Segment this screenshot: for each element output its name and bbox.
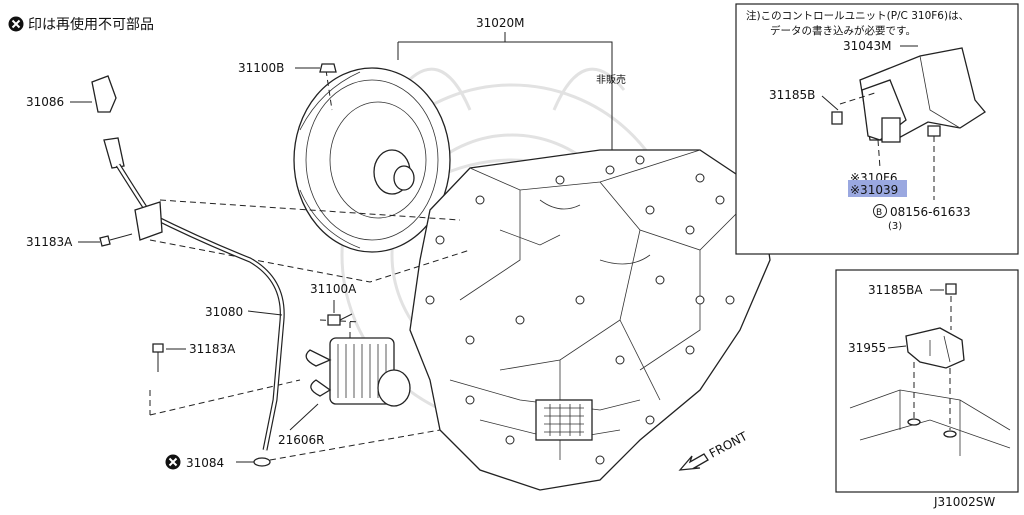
label-31183A-top[interactable]: 31183A <box>26 235 73 249</box>
assembly-leader: 31020M 非販売 <box>397 16 626 190</box>
label-31084[interactable]: 31084 <box>186 456 224 470</box>
bolt-marker-icon <box>873 204 887 218</box>
legend: 印は再使用不可部品 <box>8 16 154 33</box>
dipstick-tube-31080[interactable]: 31080 <box>103 137 285 451</box>
plug-31100A[interactable]: 31100A <box>310 282 357 326</box>
highlight-31039 <box>848 180 907 197</box>
label-08156-qty: (3) <box>888 221 902 232</box>
transmission-case[interactable] <box>409 149 771 491</box>
label-31100A[interactable]: 31100A <box>310 282 357 296</box>
front-arrow-icon <box>678 453 709 471</box>
figure-id: J31002SW <box>933 495 995 509</box>
oil-cooler-21606R[interactable]: 21606R <box>278 337 411 447</box>
inset-note-line2: データの書き込みが必要です。 <box>770 24 916 37</box>
torque-converter[interactable] <box>293 67 451 253</box>
label-31086[interactable]: 31086 <box>26 95 64 109</box>
label-not-sold: 非販売 <box>596 73 626 86</box>
o-ring-31084[interactable]: 31084 <box>165 454 271 471</box>
label-08156-61633[interactable]: 08156-61633 <box>890 205 971 219</box>
front-direction: FRONT <box>678 429 750 471</box>
label-31039[interactable]: ※31039 <box>850 183 898 197</box>
legend-text: 印は再使用不可部品 <box>28 16 154 33</box>
label-31185B[interactable]: 31185B <box>769 88 815 102</box>
inset-control-unit: 注)このコントロールユニット(P/C 310F6)は、 データの書き込みが必要で… <box>735 3 1019 255</box>
bolt-31183A-bottom[interactable]: 31183A <box>152 342 236 372</box>
bolt-marker-letter: B <box>876 208 882 218</box>
front-label: FRONT <box>707 429 750 461</box>
plug-31100B[interactable]: 31100B <box>238 61 337 75</box>
dipstick-cap-31086[interactable]: 31086 <box>26 75 117 113</box>
case-bolts <box>425 155 755 465</box>
label-31100B[interactable]: 31100B <box>238 61 284 75</box>
label-31185BA[interactable]: 31185BA <box>868 283 923 297</box>
label-31080[interactable]: 31080 <box>205 305 243 319</box>
label-31955[interactable]: 31955 <box>848 341 886 355</box>
label-31020M[interactable]: 31020M <box>476 16 525 30</box>
inset-sensor: 31185BA 31955 <box>835 269 1019 493</box>
inset-note-line1: 注)このコントロールユニット(P/C 310F6)は、 <box>746 9 969 22</box>
label-21606R[interactable]: 21606R <box>278 433 325 447</box>
label-31043M[interactable]: 31043M <box>843 39 892 53</box>
label-31183A-bottom[interactable]: 31183A <box>189 342 236 356</box>
bolt-31183A-top[interactable]: 31183A <box>26 233 133 249</box>
